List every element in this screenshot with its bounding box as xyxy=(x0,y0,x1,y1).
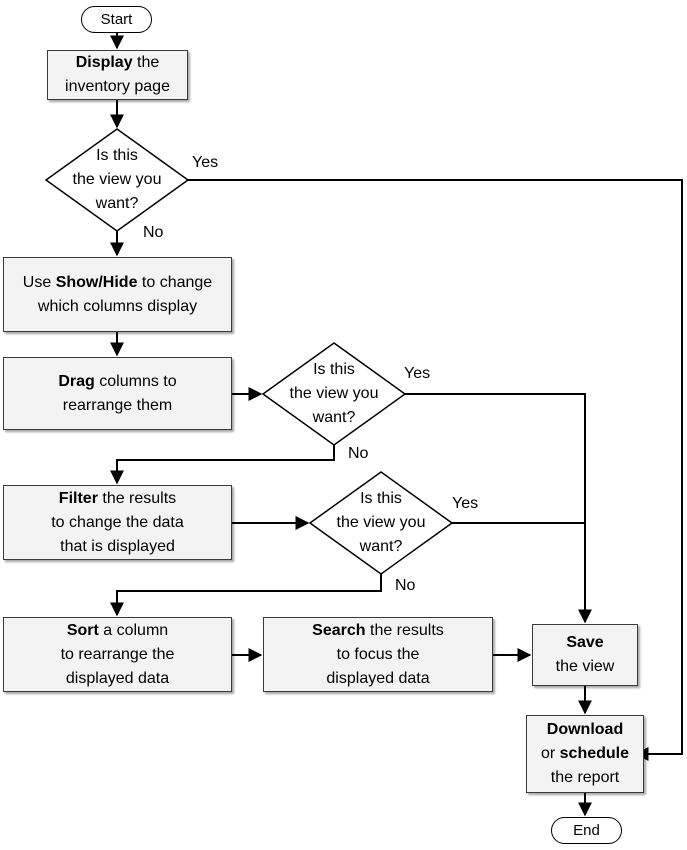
sort-line-3: displayed data xyxy=(65,669,170,687)
show-hide-box: Use Show/Hide to change which columns di… xyxy=(3,257,232,332)
end-label: End xyxy=(573,822,600,839)
search-line-2: to focus the xyxy=(336,645,420,663)
start-terminal: Start xyxy=(81,6,152,33)
decision-2-no-label: No xyxy=(348,445,369,462)
sort-column-box: Sort a column to rearrange the displayed… xyxy=(3,617,232,692)
download-schedule-box: Download or schedule the report xyxy=(526,715,644,793)
arrow-decision2-yes xyxy=(405,393,586,523)
download-line-1: Download xyxy=(546,721,624,738)
sort-line-2: to rearrange the xyxy=(60,645,175,663)
filter-line-1: Filter the results xyxy=(58,489,177,507)
show-hide-line-1: Use Show/Hide to change xyxy=(22,273,213,291)
decision-3-text: Is this the view you want? xyxy=(336,490,426,555)
arrow-decision2-no xyxy=(110,445,335,485)
filter-results-box: Filter the results to change the data th… xyxy=(3,485,232,560)
search-results-box: Search the results to focus the displaye… xyxy=(263,617,493,692)
show-hide-line-2: which columns display xyxy=(37,297,198,315)
decision-2-yes-label: Yes xyxy=(404,365,431,382)
drag-line-1: Drag columns to xyxy=(58,372,177,390)
drag-columns-box: Drag columns to rearrange them xyxy=(3,357,232,430)
save-line-1: Save xyxy=(566,634,604,651)
arrow-decision1-yes xyxy=(188,179,683,761)
arrow-decision3-yes xyxy=(452,522,592,624)
start-label: Start xyxy=(100,11,133,28)
decision-1-no-label: No xyxy=(143,224,164,241)
arrow-decision3-no xyxy=(110,574,382,617)
save-line-2: the view xyxy=(555,658,615,675)
end-terminal: End xyxy=(551,817,622,844)
drag-line-2: rearrange them xyxy=(62,396,173,414)
decision-1-yes-label: Yes xyxy=(192,154,219,171)
decision-3-yes-label: Yes xyxy=(452,495,479,512)
display-inventory-box: Display the inventory page xyxy=(47,50,188,100)
decision-1-text: Is this the view you want? xyxy=(72,147,162,212)
display-line-1: Display the xyxy=(75,54,160,71)
decision-3-no-label: No xyxy=(395,577,416,594)
display-line-2: inventory page xyxy=(65,78,170,95)
download-line-3: the report xyxy=(550,769,620,786)
search-line-1: Search the results xyxy=(312,621,444,639)
sort-line-1: Sort a column xyxy=(66,621,169,639)
download-line-2: or schedule xyxy=(540,745,630,762)
search-line-3: displayed data xyxy=(326,669,430,687)
decision-2-text: Is this the view you want? xyxy=(289,361,379,426)
filter-line-3: that is displayed xyxy=(60,537,175,555)
save-view-box: Save the view xyxy=(532,624,638,686)
filter-line-2: to change the data xyxy=(51,513,184,531)
